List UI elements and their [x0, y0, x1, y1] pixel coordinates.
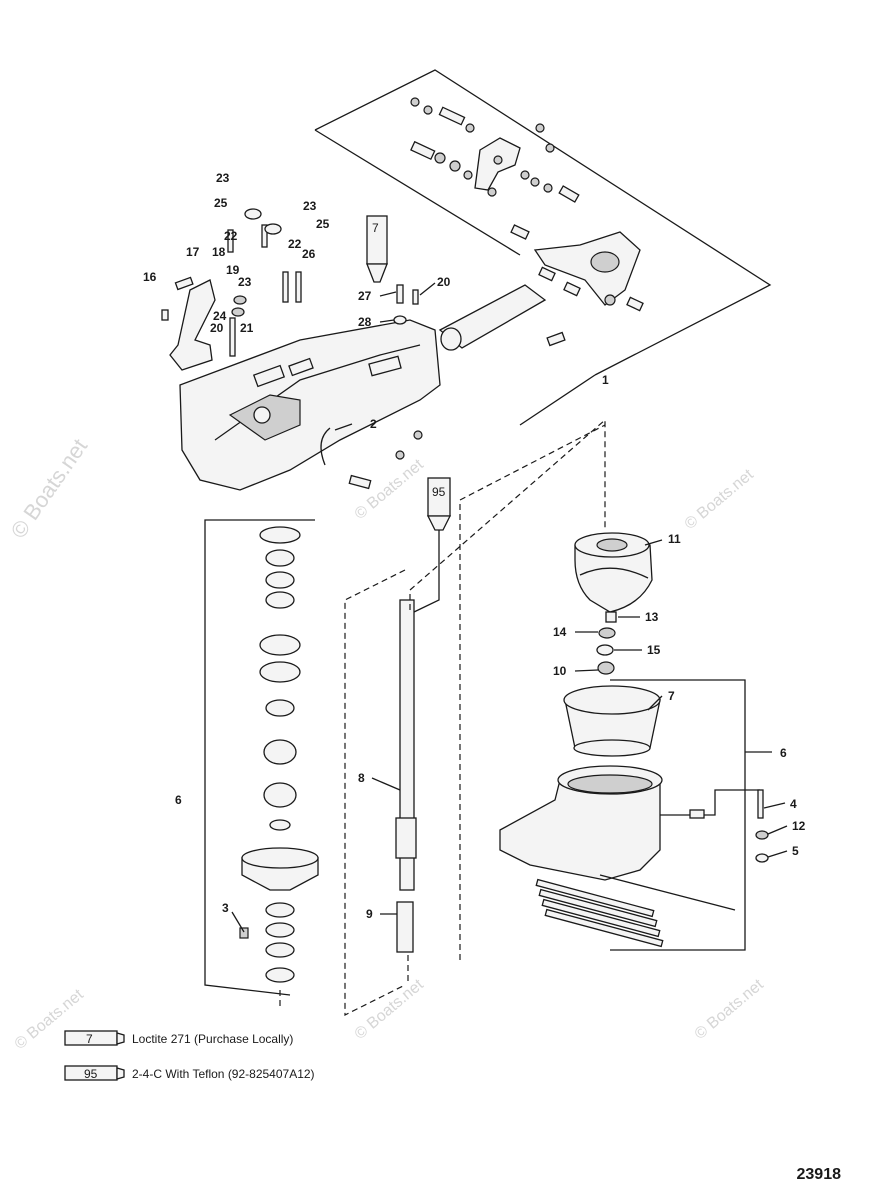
- legend-code-95: 95: [84, 1067, 98, 1081]
- watermark-side: © Boats.net: [6, 434, 93, 543]
- callout-6-left: 6: [175, 793, 182, 807]
- bearing-stack: [239, 526, 319, 983]
- callout-3: 3: [222, 901, 229, 915]
- watermarks: © Boats.net © Boats.net © Boats.net © Bo…: [6, 434, 768, 1053]
- drive-shaft: [344, 477, 452, 1016]
- watermark-5: © Boats.net: [692, 976, 768, 1043]
- bearing-stack-panel: [204, 519, 319, 1010]
- leader-1: [519, 374, 596, 426]
- callout-24: 24: [213, 309, 227, 323]
- callout-22-b: 22: [288, 237, 302, 251]
- hardware-row-top: [410, 97, 555, 153]
- steering-hardware-panel: [314, 69, 772, 376]
- watermark-2: © Boats.net: [682, 466, 758, 533]
- callout-19: 19: [226, 263, 240, 277]
- legend-text-7: Loctite 271 (Purchase Locally): [132, 1032, 293, 1046]
- leader-lines: [231, 282, 788, 933]
- callout-16: 16: [143, 270, 157, 284]
- watermark-4: © Boats.net: [352, 976, 428, 1043]
- callout-7: 7: [668, 689, 675, 703]
- grate-bars: [535, 878, 664, 948]
- callout-17: 17: [186, 245, 200, 259]
- legend-item-7: 7 Loctite 271 (Purchase Locally): [64, 1030, 293, 1046]
- callout-21: 21: [240, 321, 254, 335]
- callout-23-a: 23: [216, 171, 230, 185]
- callout-26: 26: [302, 247, 316, 261]
- callout-23-b: 23: [303, 199, 317, 213]
- legend: 7 Loctite 271 (Purchase Locally) 95 2-4-…: [64, 1030, 315, 1081]
- callout-6: 6: [780, 746, 787, 760]
- callout-20-a: 20: [437, 275, 451, 289]
- legend-code-7: 7: [86, 1032, 93, 1046]
- legend-text-95: 2-4-C With Teflon (92-825407A12): [132, 1067, 315, 1081]
- callout-11: 11: [668, 532, 681, 546]
- tube-label-95: 95: [432, 485, 446, 499]
- callout-12: 12: [792, 819, 806, 833]
- callout-13: 13: [645, 610, 659, 624]
- impeller-assembly: [409, 418, 769, 960]
- callout-5: 5: [792, 844, 799, 858]
- watermark-1: © Boats.net: [352, 456, 428, 523]
- callout-8: 8: [358, 771, 365, 785]
- callout-23-c: 23: [238, 275, 252, 289]
- callout-1: 1: [602, 373, 609, 387]
- callout-28: 28: [358, 315, 372, 329]
- callout-20-b: 20: [210, 321, 224, 335]
- mount-bracket: [169, 279, 216, 371]
- hardware-row-middle: [410, 140, 580, 203]
- callout-27: 27: [358, 289, 372, 303]
- legend-item-95: 95 2-4-C With Teflon (92-825407A12): [64, 1065, 315, 1081]
- callout-25-b: 25: [316, 217, 330, 231]
- callout-18: 18: [212, 245, 226, 259]
- callout-2: 2: [370, 417, 377, 431]
- pump-housing: [179, 319, 441, 491]
- callout-9: 9: [366, 907, 373, 921]
- callout-22-a: 22: [224, 229, 238, 243]
- callout-25-a: 25: [214, 196, 228, 210]
- bracket-hardware: [161, 208, 419, 371]
- callout-10: 10: [553, 664, 567, 678]
- figure-number: 23918: [796, 1166, 842, 1183]
- shaft-sleeve: [438, 284, 547, 351]
- steering-housing: [533, 231, 641, 306]
- tube-label-7: 7: [372, 221, 379, 235]
- callout-labels: 1 2 3 4 5 6 6 7 8 9 10 11 12 13 14 15 16…: [143, 171, 806, 921]
- callout-14: 14: [553, 625, 567, 639]
- callout-4: 4: [790, 797, 797, 811]
- callout-15: 15: [647, 643, 661, 657]
